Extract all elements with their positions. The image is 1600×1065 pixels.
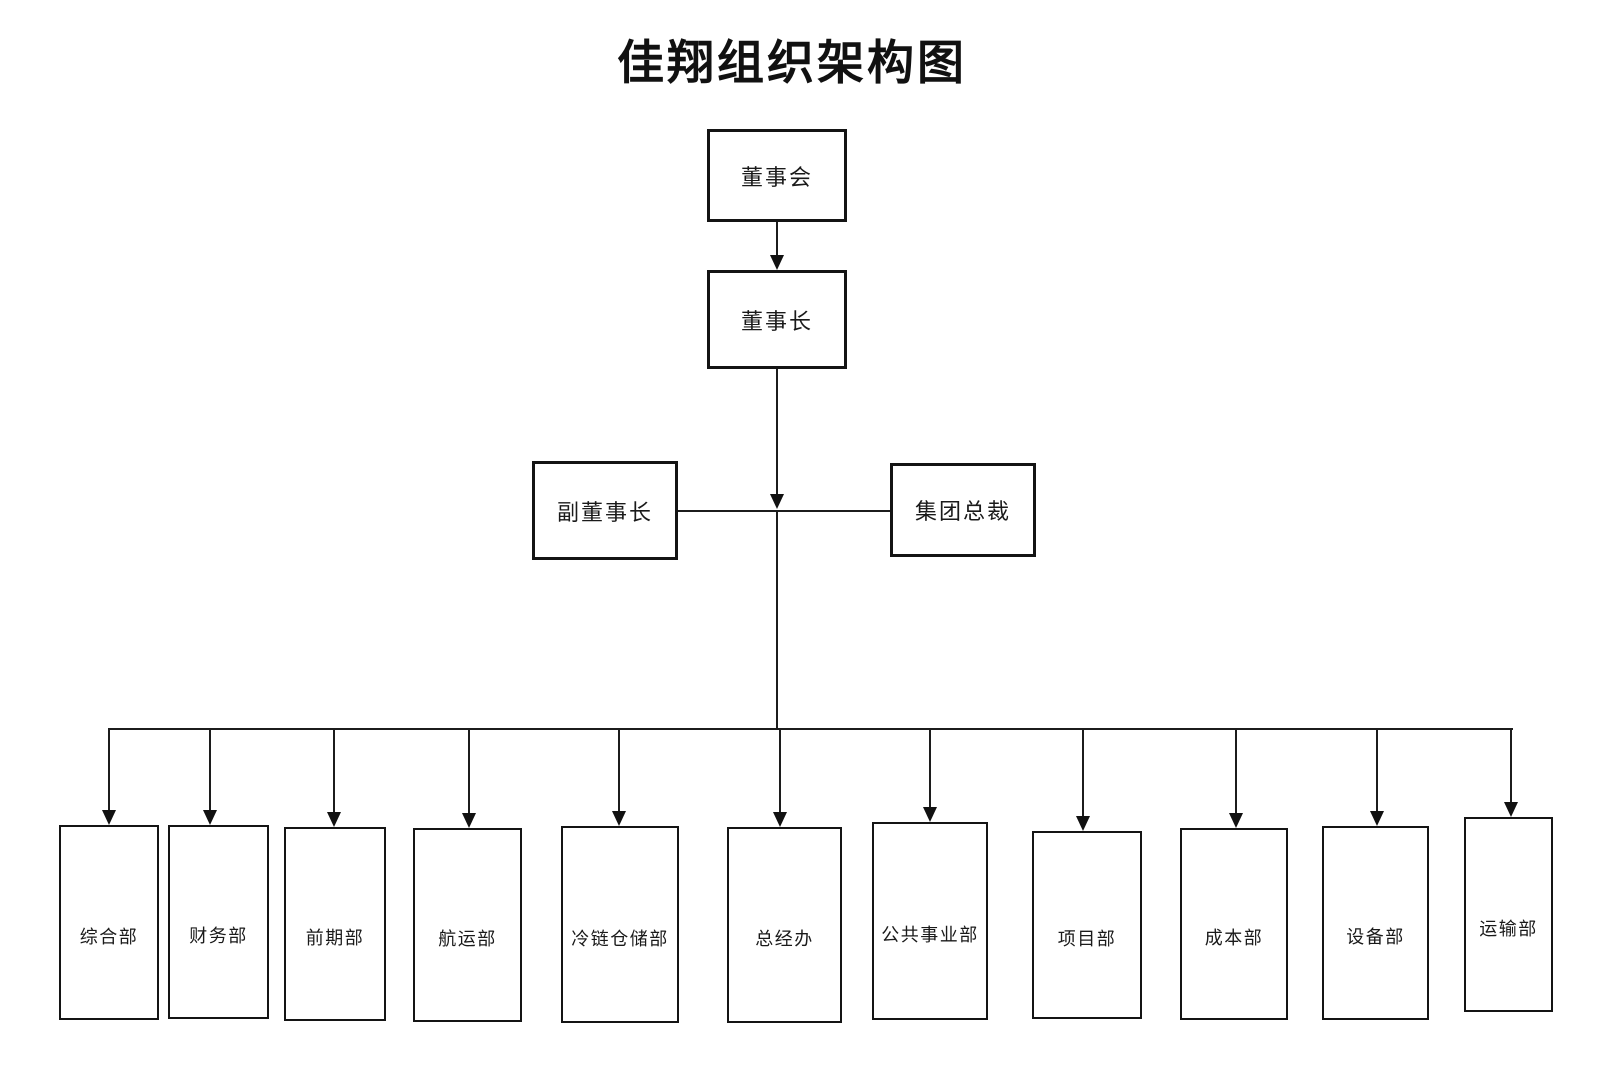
drop-arrowhead-0-icon [102, 810, 116, 825]
org-node-vice-chairman: 副董事长 [532, 461, 678, 560]
dept-node-zongjingban: 总经办 [727, 827, 842, 1023]
dept-node-gonggong-shiyebu: 公共事业部 [872, 822, 988, 1020]
connector-board-chairman-arrowhead-icon [770, 255, 784, 270]
dept-label: 成本部 [1204, 928, 1264, 948]
drop-arrowhead-2-icon [327, 812, 341, 827]
dept-label: 总经办 [755, 929, 814, 949]
drop-arrowhead-8-icon [1229, 813, 1243, 828]
org-node-chairman-label: 董事长 [740, 308, 813, 334]
drop-arrowhead-5-icon [773, 812, 787, 827]
drop-arrowhead-6-icon [923, 807, 937, 822]
drop-line-1 [209, 728, 211, 810]
dept-label: 运输部 [1479, 918, 1538, 939]
dept-node-shebeibu: 设备部 [1322, 826, 1429, 1020]
drop-line-9 [1376, 728, 1378, 811]
drop-line-6 [929, 728, 931, 807]
connector-chairman-junction-line [776, 369, 778, 494]
drop-arrowhead-4-icon [612, 811, 626, 826]
dept-node-caiwubu: 财务部 [168, 825, 269, 1019]
connector-board-chairman-line [776, 222, 778, 256]
dept-label: 前期部 [305, 928, 365, 948]
drop-arrowhead-9-icon [1370, 811, 1384, 826]
dept-node-lenglian-cangchubu: 冷链仓储部 [561, 826, 679, 1023]
drop-line-7 [1082, 728, 1084, 816]
connector-junction-branch-line [776, 512, 778, 730]
dept-label: 设备部 [1346, 927, 1405, 947]
org-node-vice-chairman-label: 副董事长 [556, 499, 653, 525]
dept-node-yunshubu: 运输部 [1464, 817, 1553, 1012]
drop-line-3 [468, 728, 470, 813]
dept-label: 航运部 [438, 929, 497, 949]
dept-node-chengbenbu: 成本部 [1180, 828, 1288, 1020]
dept-node-zonghebu: 综合部 [59, 825, 159, 1020]
drop-line-5 [779, 728, 781, 812]
org-node-board-label: 董事会 [740, 164, 813, 190]
dept-label: 项目部 [1057, 929, 1117, 949]
branch-rail-line [108, 728, 1513, 730]
dept-node-xiangmubu: 项目部 [1032, 831, 1142, 1019]
chart-title: 佳翔组织架构图 [617, 38, 967, 90]
dept-label: 综合部 [79, 926, 139, 947]
drop-arrowhead-3-icon [462, 813, 476, 828]
org-node-group-president-label: 集团总裁 [914, 499, 1011, 524]
connector-vice-president-line [678, 510, 890, 512]
org-node-board: 董事会 [707, 129, 847, 222]
dept-label: 财务部 [189, 926, 248, 946]
drop-line-10 [1510, 728, 1512, 802]
dept-label: 冷链仓储部 [571, 928, 669, 949]
org-node-group-president: 集团总裁 [890, 463, 1036, 557]
drop-line-8 [1235, 728, 1237, 813]
dept-node-qianqibu: 前期部 [284, 827, 386, 1021]
drop-arrowhead-7-icon [1076, 816, 1090, 831]
drop-line-2 [333, 728, 335, 812]
dept-node-hangyunbu: 航运部 [413, 828, 522, 1022]
drop-line-0 [108, 728, 110, 810]
drop-arrowhead-1-icon [203, 810, 217, 825]
drop-arrowhead-10-icon [1504, 802, 1518, 817]
dept-label: 公共事业部 [881, 925, 979, 945]
drop-line-4 [618, 728, 620, 811]
org-node-chairman: 董事长 [707, 270, 847, 369]
connector-chairman-junction-arrowhead-icon [770, 494, 784, 509]
